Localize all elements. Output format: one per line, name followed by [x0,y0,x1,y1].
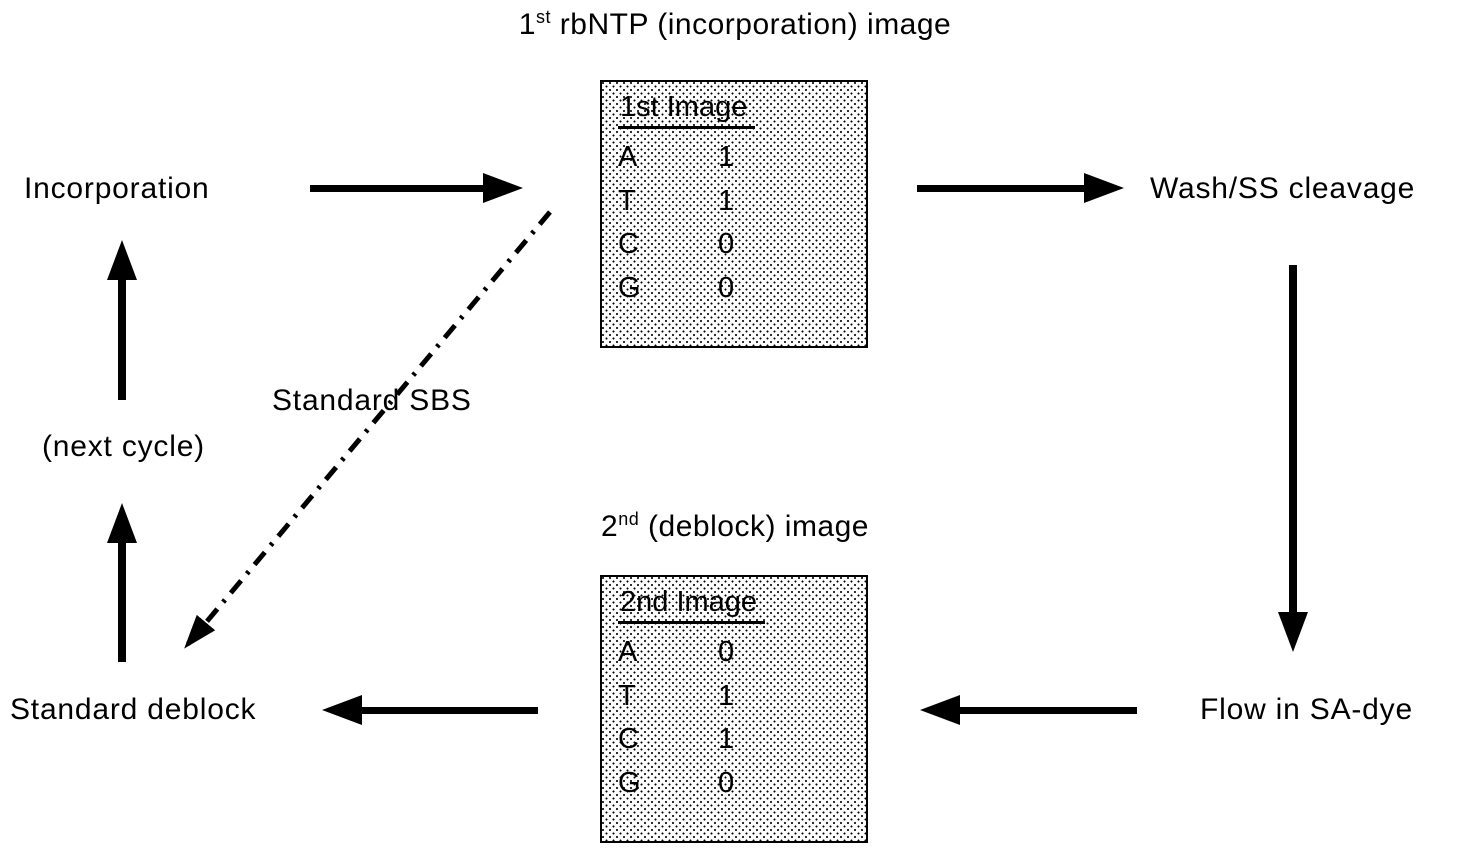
signal-row: G 0 [618,267,866,311]
base-label: G [618,766,641,799]
signal-row: T 1 [618,180,866,224]
second-image-title-number: 2 [601,510,619,543]
first-image-title-text: rbNTP (incorporation) image [550,8,952,41]
base-label: A [618,636,638,669]
arrow-wash-to-flow [1278,265,1308,652]
second-image-title: 2nd (deblock) image [535,510,935,544]
signal-value: 1 [718,141,735,174]
arrow-deblock-to-next-cycle [107,503,137,662]
signal-value: 0 [718,271,735,304]
arrow-shaft [310,184,483,192]
signal-value: 1 [718,184,735,217]
second-image-box-heading-text: 2nd Image [618,586,766,624]
first-image-title-number: 1 [518,8,536,41]
signal-row: A 0 [618,631,866,675]
signal-value: 1 [718,723,735,756]
first-image-box: 1st Image A 1 T 1 C 0 G 0 [600,80,868,348]
base-label: T [618,679,636,712]
arrow-head-left-icon [322,695,362,725]
second-image-box-heading: 2nd Image [618,586,866,624]
second-image-title-text: (deblock) image [639,510,869,543]
step-flow-in-sa-dye: Flow in SA-dye [1200,693,1413,726]
second-image-box: 2nd Image A 0 T 1 C 1 G 0 [600,575,868,843]
first-image-title-superscript: st [535,7,551,27]
arrow-head-up-icon [107,503,137,543]
step-incorporation: Incorporation [24,172,210,205]
step-wash-ss-cleavage: Wash/SS cleavage [1150,172,1416,205]
arrow-head-left-icon [920,695,960,725]
base-label: G [618,271,641,304]
step-next-cycle: (next cycle) [42,430,205,463]
arrow-image1-to-wash [917,173,1124,203]
signal-row: C 0 [618,223,866,267]
first-image-box-heading: 1st Image [618,91,866,129]
arrow-flow-to-image2 [920,695,1137,725]
signal-row: T 1 [618,675,866,719]
signal-value: 1 [718,679,735,712]
base-label: C [618,228,639,261]
base-label: A [618,141,638,174]
signal-row: G 0 [618,762,866,806]
arrow-head-right-icon [1084,173,1124,203]
signal-row: C 1 [618,718,866,762]
signal-value: 0 [718,766,735,799]
second-image-title-superscript: nd [618,509,640,529]
arrow-shaft [1289,265,1297,612]
step-standard-deblock: Standard deblock [10,693,257,726]
first-image-box-heading-text: 1st Image [618,91,756,129]
signal-value: 0 [718,636,735,669]
arrow-shaft [118,280,126,400]
base-label: T [618,184,636,217]
arrow-incorporation-to-image1 [310,173,523,203]
arrow-head-right-icon [483,173,523,203]
arrow-head-down-icon [1278,612,1308,652]
arrow-shaft [362,706,538,714]
arrow-next-cycle-to-incorporation [107,240,137,400]
arrow-image2-to-deblock [322,695,538,725]
signal-row: A 1 [618,136,866,180]
standard-sbs-label: Standard SBS [272,384,472,417]
arrow-head-up-icon [107,240,137,280]
first-image-title: 1st rbNTP (incorporation) image [435,8,1035,42]
arrow-shaft [118,543,126,662]
arrow-shaft [917,184,1084,192]
signal-value: 0 [718,228,735,261]
arrow-shaft [960,706,1137,714]
base-label: C [618,723,639,756]
